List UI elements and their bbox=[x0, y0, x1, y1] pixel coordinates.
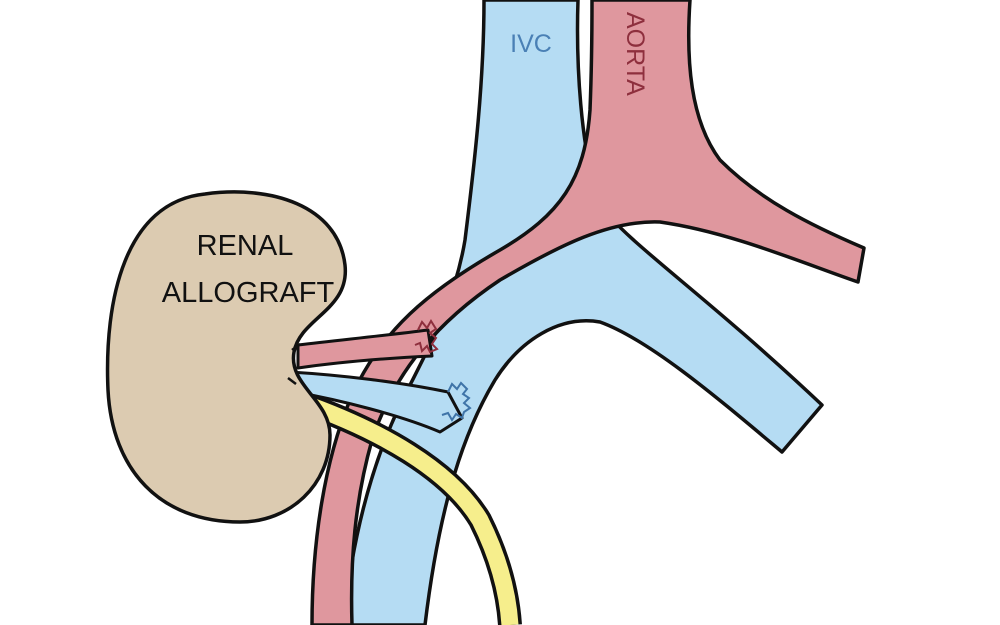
arterial-anastomosis-suture-icon bbox=[414, 319, 439, 354]
ivc-label: IVC bbox=[510, 30, 552, 58]
aorta-label: AORTA bbox=[621, 12, 649, 96]
kidney-label-line1: RENAL bbox=[197, 230, 294, 262]
ureter bbox=[297, 393, 519, 625]
kidney-label-line2: ALLOGRAFT bbox=[162, 277, 335, 309]
venous-anastomosis-suture-icon bbox=[441, 381, 472, 422]
renal-artery bbox=[296, 328, 434, 370]
kidney-hilum-mark bbox=[287, 343, 301, 385]
renal-vein bbox=[288, 370, 464, 434]
renal-allograft-kidney bbox=[105, 190, 347, 524]
